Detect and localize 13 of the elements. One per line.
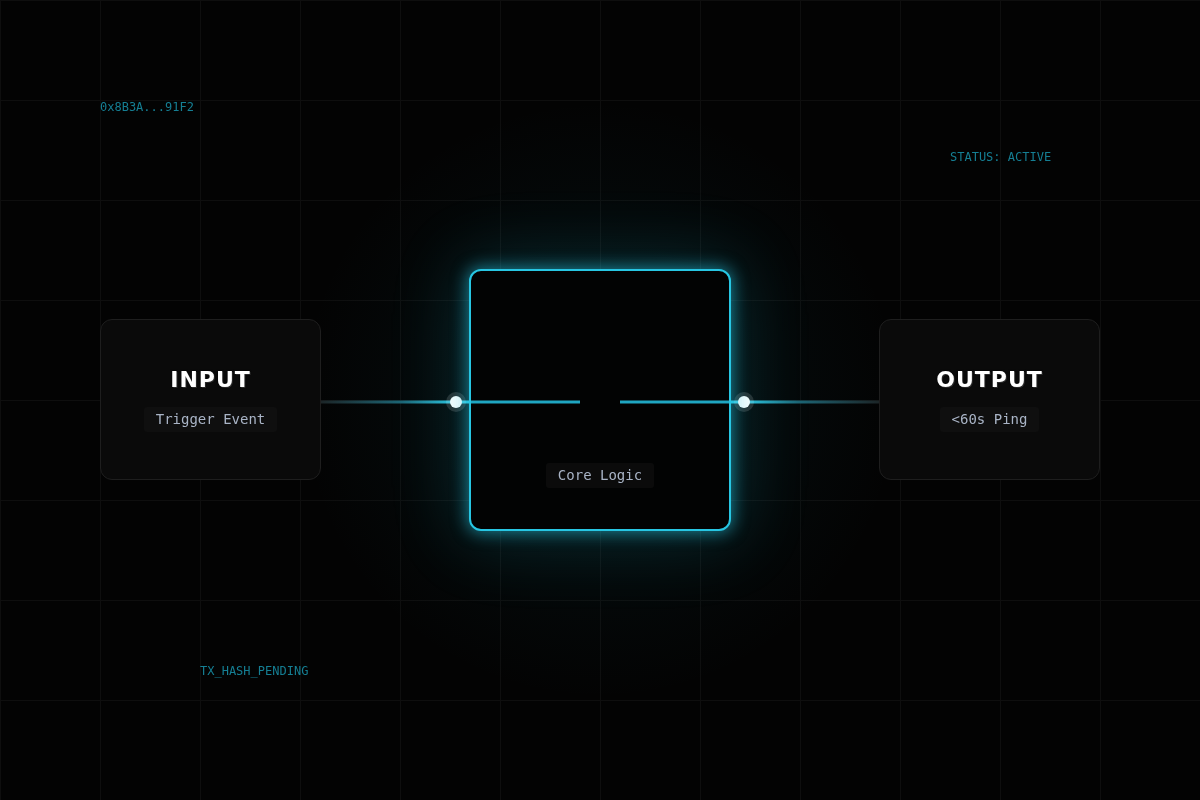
node-subtitle: <60s Ping [939, 407, 1040, 432]
hash-label: TX_HASH_PENDING [200, 664, 309, 678]
node-subtitle: Trigger Event [143, 407, 278, 432]
node-title: OUTPUT [936, 367, 1043, 393]
node-subtitle: Core Logic [545, 463, 655, 488]
status-label: STATUS: ACTIVE [950, 150, 1052, 164]
connector [731, 392, 879, 412]
address-label: 0x8B3A...91F2 [100, 100, 194, 114]
connector [321, 392, 469, 412]
node-title: INPUT [170, 367, 251, 393]
process-card [100, 319, 321, 480]
process-card [879, 319, 1100, 480]
highlighted-card [469, 269, 731, 531]
